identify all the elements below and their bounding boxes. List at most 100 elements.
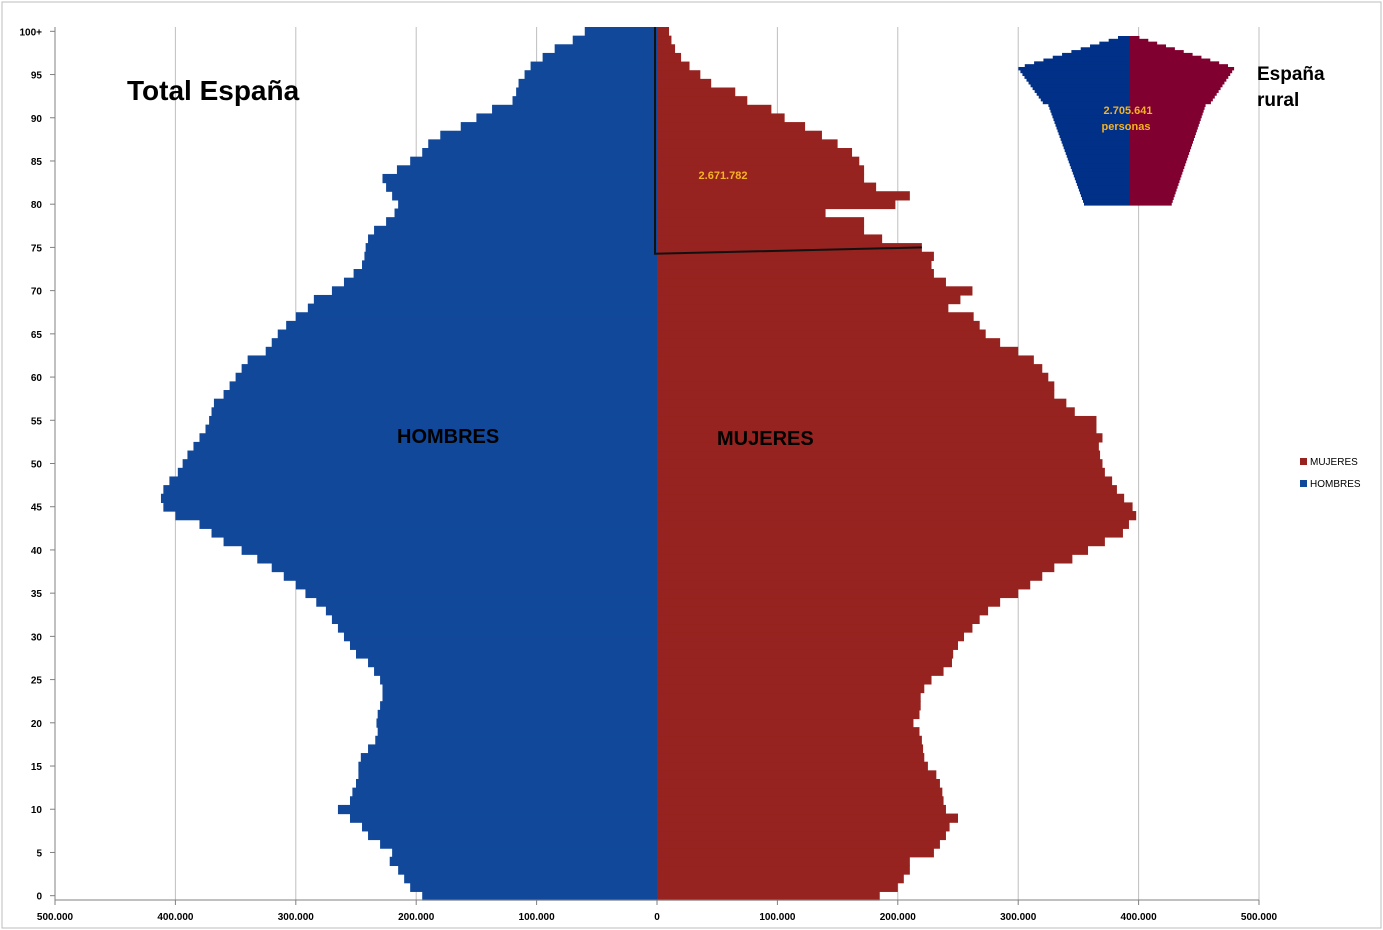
bar-hombres [518, 78, 657, 89]
bar-mujeres [657, 182, 877, 192]
bar-mujeres [657, 813, 958, 823]
bar-hombres [283, 571, 657, 581]
bar-mujeres [657, 277, 946, 287]
inset-bar-hombres [1043, 58, 1129, 62]
inset-bar-hombres [1084, 202, 1129, 206]
bar-mujeres [657, 476, 1113, 486]
inset-bar-hombres [1057, 128, 1129, 133]
bar-hombres [392, 848, 657, 858]
bar-hombres [343, 277, 657, 287]
inset-bar-mujeres [1129, 176, 1181, 181]
inset-bar-mujeres [1129, 165, 1185, 169]
inset-bar-hombres [1056, 126, 1129, 130]
inset-bar-mujeres [1129, 202, 1172, 206]
inset-bar-mujeres [1129, 159, 1187, 164]
bar-hombres [386, 182, 657, 192]
y-tick-label: 5 [36, 848, 42, 859]
bar-hombres [392, 191, 657, 201]
bar-mujeres [657, 874, 904, 884]
legend-label-mujeres: MUJERES [1310, 457, 1358, 468]
highlight-bracket [654, 27, 922, 255]
bar-mujeres [657, 78, 712, 89]
bar-hombres [229, 381, 657, 391]
bar-mujeres [657, 528, 1123, 538]
bar-hombres [374, 225, 657, 236]
bar-mujeres [657, 666, 944, 676]
bar-mujeres [657, 588, 1019, 599]
inset-bar-mujeres [1129, 72, 1231, 77]
bar-hombres [356, 778, 657, 789]
bar-hombres [428, 139, 657, 149]
y-tick-label: 45 [31, 503, 43, 514]
y-tick-label: 60 [31, 373, 43, 384]
inset-bar-hombres [1081, 196, 1129, 200]
bar-mujeres [657, 502, 1133, 512]
inset-bar-hombres [1020, 69, 1129, 74]
inset-bar-mujeres [1129, 55, 1202, 60]
bar-mujeres [657, 623, 973, 633]
inset-title-line2: rural [1257, 90, 1299, 111]
inset-bar-mujeres [1129, 86, 1221, 91]
bar-hombres [524, 70, 657, 80]
bar-hombres [460, 122, 657, 132]
bar-mujeres [657, 44, 676, 54]
bar-mujeres [657, 640, 958, 650]
bar-mujeres [657, 217, 865, 227]
bar-mujeres [657, 407, 1075, 417]
bar-mujeres [657, 709, 920, 720]
y-tick-label: 20 [31, 719, 43, 730]
y-tick-label: 90 [31, 114, 43, 125]
inset-bar-mujeres [1129, 137, 1194, 141]
legend-label-hombres: HOMBRES [1310, 479, 1361, 490]
inset-bar-mujeres [1129, 103, 1206, 108]
bar-hombres [356, 649, 657, 659]
bar-mujeres [657, 148, 853, 158]
bar-hombres [295, 580, 657, 590]
bar-hombres [271, 562, 657, 573]
inset-bar-mujeres [1129, 120, 1200, 124]
bar-hombres [169, 476, 657, 486]
bar-mujeres [657, 372, 1049, 382]
bar-mujeres [657, 338, 1001, 348]
bar-hombres [380, 839, 657, 849]
bar-hombres [286, 320, 657, 331]
bar-mujeres [657, 433, 1103, 443]
bar-hombres [305, 588, 657, 599]
inset-bar-hombres [1042, 100, 1129, 105]
inset-bar-hombres [1118, 36, 1129, 40]
inset-bar-mujeres [1129, 154, 1189, 158]
bar-mujeres [657, 718, 914, 728]
inset-bar-mujeres [1129, 196, 1174, 200]
inset-bar-hombres [1059, 134, 1129, 138]
bar-mujeres [657, 778, 940, 789]
bar-mujeres [657, 459, 1103, 469]
inset-bar-mujeres [1129, 81, 1225, 85]
bar-mujeres [657, 286, 973, 296]
x-tick-label: 200.000 [880, 912, 917, 923]
inset-bar-hombres [1028, 81, 1129, 85]
inset-bar-mujeres [1129, 41, 1158, 46]
inset-bar-mujeres [1129, 58, 1211, 62]
bar-hombres [389, 856, 657, 867]
bar-hombres [368, 744, 657, 754]
bar-mujeres [657, 398, 1067, 408]
inset-bar-mujeres [1129, 199, 1173, 203]
y-tick-label: 100+ [19, 27, 42, 38]
inset-bar-mujeres [1129, 97, 1213, 102]
inset-bar-hombres [1024, 64, 1129, 68]
x-tick-label: 100.000 [519, 912, 556, 923]
inset-bar-mujeres [1129, 126, 1198, 130]
bar-hombres [386, 217, 657, 227]
bar-hombres [410, 156, 657, 166]
bar-mujeres [657, 225, 865, 236]
x-tick-label: 100.000 [759, 912, 796, 923]
inset-bar-mujeres [1129, 128, 1197, 133]
inset-bar-hombres [1071, 168, 1129, 172]
inset-bar-mujeres [1129, 190, 1176, 195]
bar-hombres [163, 485, 658, 495]
bar-hombres [349, 640, 657, 650]
inset-bar-mujeres [1129, 168, 1184, 172]
bar-hombres [265, 346, 657, 357]
bar-hombres [241, 364, 657, 374]
y-tick-label: 35 [31, 589, 43, 600]
